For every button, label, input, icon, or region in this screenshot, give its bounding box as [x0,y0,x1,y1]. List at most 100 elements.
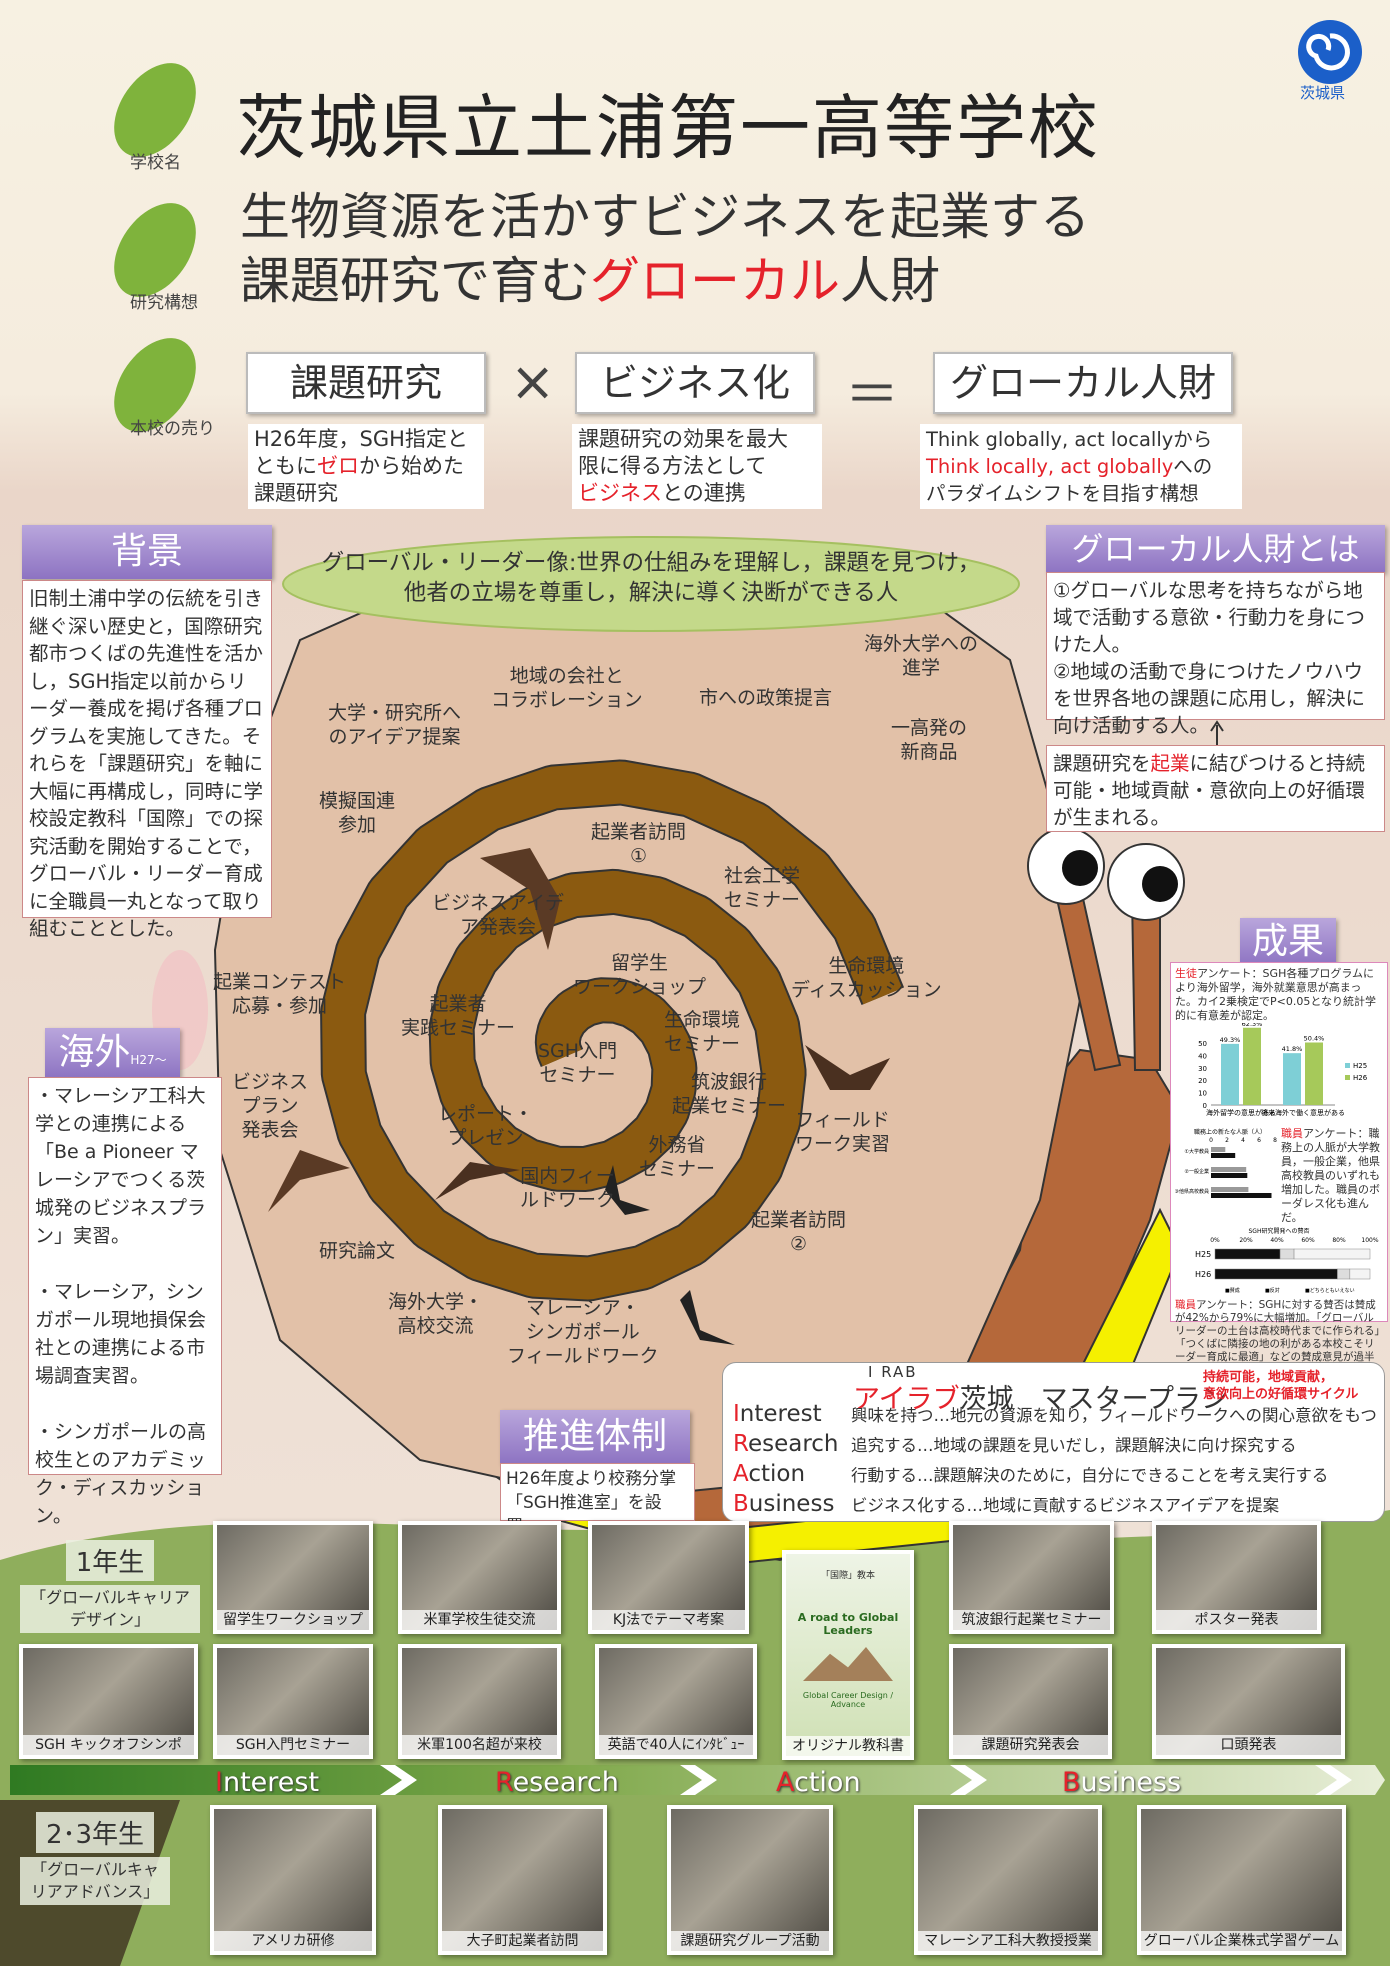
staff-survey-2: 職員アンケート：SGHに対する賛否は賛成が42%から79%に大幅増加。「グローバ… [1175,1299,1383,1377]
school-name: 茨城県立土浦第一高等学校 [236,87,1100,169]
x-tick-label: 8 [1273,1137,1277,1144]
label-selling-point: 本校の売り [130,419,215,439]
irab-word: ction [748,1461,806,1487]
shell-mark [435,1162,520,1200]
shell-mark [268,1150,350,1212]
snail-activity-label: 外務省 セミナー [639,1134,716,1180]
bar [1211,1153,1236,1158]
label-research-concept: 研究構想 [130,293,198,313]
photo-image [214,1809,372,1951]
snail-activity-label: 海外大学・ 高校交流 [388,1291,484,1337]
cycle-highlight: 起業 [1150,752,1190,775]
leaf-icon [114,203,196,297]
snail-activity-label: 大学・研究所へ のアイデア提案 [328,702,462,748]
photo-caption: 英語で40人にｲﾝﾀﾋﾞｭｰ [599,1735,753,1755]
bar [1337,1268,1351,1280]
x-tick-label: 将来海外で働く意思がある [1261,1108,1345,1117]
step-research: Research [495,1767,619,1798]
photo-caption: 大子町起業者訪問 [442,1931,603,1951]
glocal-cycle: 課題研究を起業に結びつけると持続可能・地域貢献・意欲向上の好循環が生まれる。 [1046,745,1385,832]
snail-activity-label: SGH入門 セミナー [538,1040,618,1086]
concept-line-1: 生物資源を活かすビジネスを起業する [240,188,1090,246]
results-panel: 生徒アンケート：SGH各種プログラムにより海外留学，海外就業意思が高まった。カイ… [1170,962,1388,1376]
irab-tagline: 持続可能，地域貢献，意欲向上の好循環サイクル [1203,1369,1358,1403]
step-initial: B [1062,1767,1081,1798]
staff-survey-1: 職員アンケート：職務上の人脈が大学教員，一般企業，他県高校教員のいずれも増加した… [1281,1127,1381,1225]
x-tick-label: 40% [1270,1237,1284,1244]
snail-activity-label: 起業者 実践セミナー [401,993,516,1039]
photo-image [1141,1809,1342,1951]
concept-highlight: グローカル [590,252,840,310]
term-business: ビジネス化 [575,352,815,414]
activity-photo: アメリカ研修 [210,1805,376,1955]
step-interest: Interest [215,1767,319,1798]
snail-activity-label: 起業コンテスト 応募・参加 [213,971,347,1017]
step-word: usiness [1080,1767,1182,1798]
survey-label: 職員 [1281,1127,1303,1140]
bar [1279,1248,1295,1260]
survey-text: アンケート：SGHに対する賛否は賛成が42%から79%に大幅増加。「グローバルリ… [1175,1299,1380,1376]
results-heading: 成果 [1240,918,1336,966]
concept-line-2: 課題研究で育むグローカル人財 [240,250,940,312]
student-survey: 生徒アンケート：SGH各種プログラムにより海外留学，海外就業意思が高まった。カイ… [1175,967,1383,1023]
activity-photo: マレーシア工科大教授授業 [914,1805,1102,1955]
y-tick-label: 10 [1198,1090,1207,1098]
irab-initial: I [733,1401,740,1427]
overseas-item: ・マレーシア工科大学との連携による「Be a Pioneer マレーシアでつくる… [35,1085,207,1247]
chart-approval: SGH研究開発への賛否0%20%40%60%80%100%H25H26■賛成■反… [1195,1227,1379,1294]
photo-caption: 課題研究グループ活動 [671,1931,829,1951]
bar [1214,1268,1338,1280]
x-tick-label: 0% [1210,1237,1220,1244]
leader-image-text: グローバル・リーダー像:世界の仕組みを理解し，課題を見つけ，他者の立場を尊重し，… [321,550,981,606]
snail-activity-label: 生命環境 セミナー [664,1009,741,1055]
chart-title: SGH研究開発への賛否 [1249,1227,1310,1235]
step-initial: A [776,1767,794,1798]
x-tick-label: 60% [1301,1237,1315,1244]
background-text: 旧制土浦中学の伝統を引き継ぐ深い歴史と，国際研究都市つくばの先進性を活かし，SG… [22,580,272,940]
term-glocal: グローカル人財 [933,352,1233,414]
desc-text: 課題研究の効果を最大 [578,427,788,451]
overseas-item: ・シンガポールの高校生とのアカデミック・ディスカッション。 [35,1421,207,1527]
desc-text: ともに [254,454,317,478]
overseas-since: H27～ [130,1053,167,1067]
snail-activity-label: 起業者訪問 ① [591,821,687,867]
irab-desc: ビジネス化する…地域に貢献するビジネスアイデアを提案 [851,1496,1280,1515]
background-heading: 背景 [22,525,272,579]
desc-text: パラダイムシフトを目指す構想 [926,482,1199,505]
overseas-item: ・マレーシア，シンガポール現地損保会社との連携による市場調査実習。 [35,1281,207,1387]
desc-text: 限に得る方法として [578,454,767,478]
desc-research: H26年度，SGH指定とともにゼロから始めた課題研究 [248,424,484,509]
activity-photo: SGH入門セミナー [213,1644,373,1759]
y-tick-label: H25 [1195,1250,1211,1259]
irab-initial: B [733,1491,749,1517]
leaf-icon [114,338,196,432]
eye-stalk [1130,894,1161,1071]
step-word: ction [794,1767,861,1798]
textbook-caption: Global Career Design / Advance [802,1691,894,1709]
activity-photo: 課題研究グループ活動 [667,1805,833,1955]
snail-activity-label: 市への政策提言 [699,687,833,709]
photo-image [442,1809,603,1951]
textbook-cover: 「国際」教本 A road to Global Leaders Global C… [782,1550,914,1760]
grade23-label: 2･3年生「グローバルキャリアアドバンス」 [20,1812,170,1905]
y-tick-label: 50 [1198,1040,1207,1048]
photo-caption: KJ法でテーマ考案 [592,1610,745,1630]
bar [1211,1173,1248,1178]
legend-swatch [1345,1075,1350,1080]
photo-caption: アメリカ研修 [214,1931,372,1951]
glocal-heading: グローカル人財とは [1046,525,1385,573]
shell-mark [805,1045,890,1090]
leaf-icon [114,63,196,157]
irab-desc: 興味を持つ…地元の資源を知り，フィールドワークへの関心意欲をもつ [851,1406,1377,1425]
grade-course: 「グローバルキャリアデザイン」 [20,1585,200,1633]
activity-photo: KJ法でテーマ考案 [588,1521,749,1634]
activity-photo: SGH キックオフシンポ [19,1644,198,1759]
irab-word: esearch [747,1431,839,1457]
x-tick-label: 0 [1209,1137,1213,1144]
activity-photo: 課題研究発表会 [949,1644,1112,1759]
activity-photo: 大子町起業者訪問 [438,1805,607,1955]
